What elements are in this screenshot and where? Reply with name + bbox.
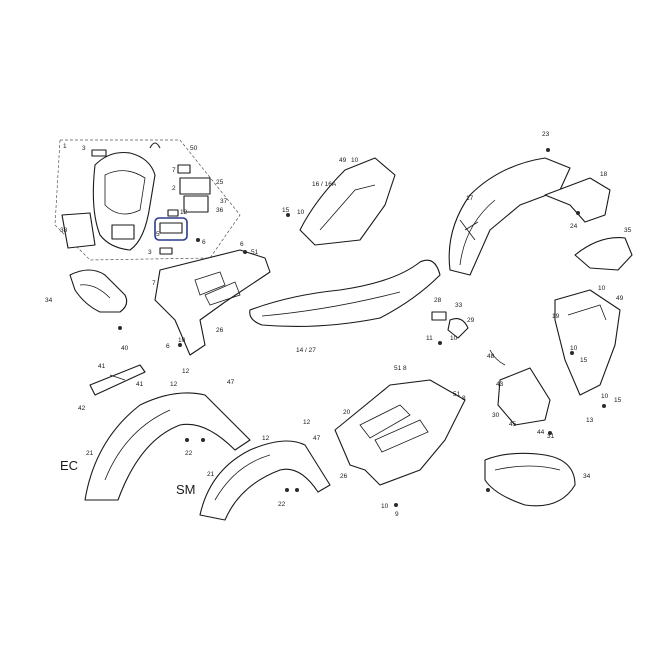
callout: 11 (426, 335, 433, 342)
callout: 47 (227, 379, 235, 386)
callout: 21 (86, 450, 94, 457)
callout: 18 (600, 171, 608, 178)
callout: 7 (172, 167, 176, 174)
front-fender-sm[interactable] (199, 440, 331, 521)
callout: 10 (381, 503, 389, 510)
callout-labels: 1 3 50 7 2 25 37 36 38 5 3 12 6 6 51 34 … (45, 131, 632, 518)
callout: 51 (453, 391, 461, 398)
callout: 22 (185, 450, 193, 457)
callout: 34 (45, 297, 53, 304)
callout: 19 (552, 313, 560, 320)
callout: 20 (343, 409, 351, 416)
callout: 16 / 16A (312, 181, 337, 188)
callout: 5 (156, 231, 160, 238)
callout: 6 (240, 241, 244, 248)
callout: 21 (207, 471, 215, 478)
callout: 49 (616, 295, 624, 302)
side-panel-16[interactable] (299, 157, 396, 246)
mount-bracket[interactable] (89, 364, 146, 396)
fasteners (118, 148, 606, 507)
callout: 44 (537, 429, 545, 436)
callout: 10 (450, 335, 458, 342)
callout: 51 (251, 249, 259, 256)
callout: 29 (467, 317, 475, 324)
callout: 35 (624, 227, 632, 234)
frame-guard[interactable] (489, 349, 551, 426)
callout: 10 (351, 157, 359, 164)
callout: 13 (586, 417, 594, 424)
variant-label-sm: SM (176, 482, 196, 497)
callout: 25 (216, 179, 224, 186)
callout: 51 (394, 365, 402, 372)
callout: 41 (98, 363, 106, 370)
front-side-cover[interactable] (154, 249, 271, 356)
callout: 41 (136, 381, 144, 388)
callout: 12 (170, 381, 178, 388)
callout: 42 (78, 405, 86, 412)
callout: 7 (152, 280, 156, 287)
callout: 36 (216, 207, 224, 214)
callout: 28 (434, 297, 442, 304)
callout: 10 (297, 209, 305, 216)
callout: 37 (220, 198, 228, 205)
callout: 26 (340, 473, 348, 480)
callout: 12 (303, 419, 311, 426)
seat[interactable] (249, 259, 441, 328)
callout: 12 (182, 368, 190, 375)
hand-guard-right[interactable] (484, 452, 576, 507)
front-fender-ec[interactable] (84, 392, 251, 501)
callout: 45 (509, 421, 517, 428)
callout: 40 (121, 345, 129, 352)
callout: 15 (580, 357, 588, 364)
callout: 15 (282, 207, 290, 214)
callout: 34 (583, 473, 591, 480)
callout: 9 (395, 511, 399, 518)
callout: 3 (82, 145, 86, 152)
callout: 30 (492, 412, 500, 419)
side-panel-19[interactable] (554, 289, 621, 396)
hand-guard-left[interactable] (69, 269, 128, 313)
callout: 14 / 27 (296, 347, 316, 354)
callout: 15 (614, 397, 622, 404)
air-box-cover[interactable] (334, 379, 466, 486)
rear-light-cover[interactable] (574, 237, 633, 271)
callout: 22 (278, 501, 286, 508)
callout: 2 (172, 185, 176, 192)
callout: 1 (63, 143, 67, 150)
variant-label-ec: EC (60, 458, 78, 473)
callout: 3 (148, 249, 152, 256)
callout: 12 (180, 209, 188, 216)
callout: 38 (60, 227, 68, 234)
callout: 6 (202, 239, 206, 246)
callout: 33 (455, 302, 463, 309)
callout: 10 (598, 285, 606, 292)
callout: 8 (403, 365, 407, 372)
callout: 17 (466, 195, 474, 202)
callout: 8 (462, 395, 466, 402)
callout: 10 (178, 337, 186, 344)
callout: 24 (570, 223, 578, 230)
tail-piece[interactable] (544, 177, 611, 223)
callout: 50 (190, 145, 198, 152)
headlight-assembly[interactable] (54, 139, 241, 261)
callout: 48 (487, 353, 495, 360)
callout: 10 (601, 393, 609, 400)
callout: 26 (216, 327, 224, 334)
callout: 49 (339, 157, 347, 164)
callout: 43 (496, 381, 504, 388)
callout: 6 (166, 343, 170, 350)
callout: 10 (570, 345, 578, 352)
callout: 12 (262, 435, 270, 442)
callout: 31 (547, 433, 555, 440)
seat-latch[interactable] (431, 311, 469, 339)
callout: 47 (313, 435, 321, 442)
callout: 23 (542, 131, 550, 138)
rear-fender[interactable] (448, 157, 571, 276)
